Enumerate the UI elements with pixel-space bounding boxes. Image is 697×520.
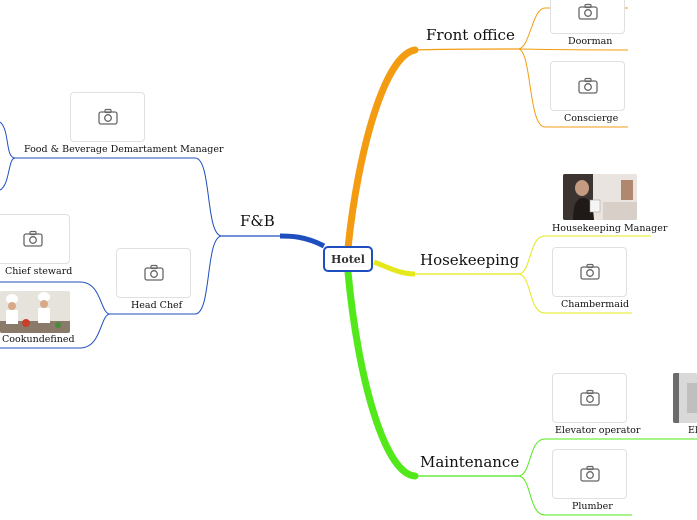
- camera-icon: [97, 108, 118, 125]
- elevator-operator-photo-placeholder: [552, 373, 627, 423]
- chambermaid-photo-placeholder: [552, 247, 627, 297]
- plumber-photo-placeholder: [552, 449, 627, 499]
- camera-icon: [579, 263, 600, 280]
- camera-icon: [22, 230, 43, 247]
- node-cook[interactable]: Cookundefined: [2, 334, 75, 345]
- camera-icon: [577, 3, 598, 20]
- node-housekeeping-manager[interactable]: Housekeeping Manager: [552, 223, 668, 234]
- fnb-manager-photo-placeholder: [70, 92, 145, 142]
- doorman-photo-placeholder: [550, 0, 625, 34]
- electrician-photo: [673, 373, 697, 423]
- node-elevator-operator[interactable]: Elevator operator: [555, 425, 641, 436]
- branch-housekeeping[interactable]: Hosekeeping: [420, 251, 520, 269]
- head-chef-photo-placeholder: [116, 248, 191, 298]
- node-chief-steward[interactable]: Chief steward: [5, 266, 73, 277]
- housekeeping-manager-photo: [563, 174, 637, 220]
- node-head-chef[interactable]: Head Chef: [131, 300, 183, 311]
- node-electrician-partial[interactable]: El: [688, 425, 697, 436]
- node-plumber[interactable]: Plumber: [572, 501, 613, 512]
- chief-steward-photo-placeholder: [0, 214, 70, 264]
- node-chambermaid[interactable]: Chambermaid: [561, 299, 630, 310]
- camera-icon: [143, 264, 164, 281]
- camera-icon: [577, 77, 598, 94]
- node-conscierge[interactable]: Conscierge: [564, 113, 619, 124]
- camera-icon: [579, 465, 600, 482]
- branch-front-office[interactable]: Front office: [426, 26, 515, 44]
- branch-fnb[interactable]: F&B: [240, 212, 275, 230]
- node-doorman[interactable]: Doorman: [568, 36, 613, 47]
- cook-photo: [0, 291, 70, 333]
- branch-maintenance[interactable]: Maintenance: [420, 453, 520, 471]
- node-fnb-manager[interactable]: Food & Beverage Demartament Manager: [24, 144, 224, 155]
- root-node-hotel[interactable]: Hotel: [323, 246, 373, 272]
- conscierge-photo-placeholder: [550, 61, 625, 111]
- camera-icon: [579, 389, 600, 406]
